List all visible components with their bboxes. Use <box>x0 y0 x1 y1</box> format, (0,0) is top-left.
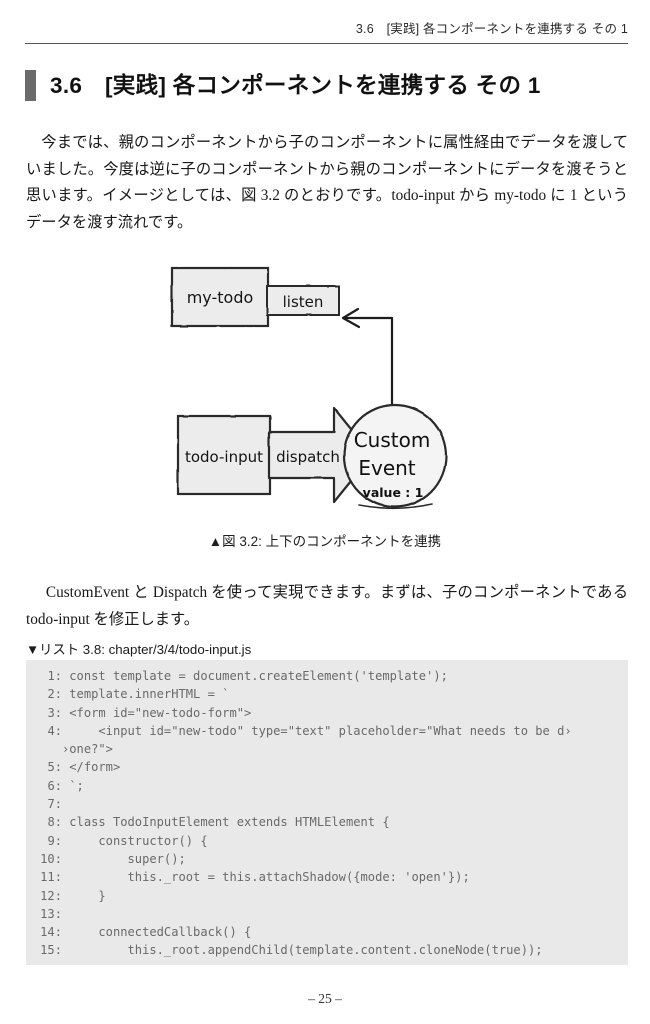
listing-caption: ▼リスト 3.8: chapter/3/4/todo-input.js <box>26 642 252 657</box>
code-line: 14: connectedCallback() { <box>26 923 628 941</box>
code-line-number: 7: <box>47 797 62 812</box>
code-line-number: 3: <box>47 705 62 720</box>
code-line-number: 15: <box>40 943 62 958</box>
dispatch-arrow-label: dispatch <box>276 448 340 466</box>
event-connector <box>341 307 394 437</box>
child-component-box <box>176 414 272 496</box>
code-line: 8: class TodoInputElement extends HTMLEl… <box>26 813 628 831</box>
code-line-number: 5: <box>47 760 62 775</box>
code-line-number: 11: <box>40 870 62 885</box>
code-line-text: `; <box>62 778 84 793</box>
code-line-number: 1: <box>47 669 62 683</box>
code-line-text: this._root = this.attachShadow({mode: 'o… <box>62 870 470 885</box>
page-title: 3.6 [実践] 各コンポーネントを連携する その 1 <box>25 70 628 101</box>
code-listing: 1: const template = document.createEleme… <box>26 660 628 965</box>
code-line: 6: `; <box>26 777 628 795</box>
code-line-text: ›one?"> <box>62 742 113 757</box>
code-line-number: 10: <box>40 851 62 866</box>
child-box-label: todo-input <box>185 448 263 466</box>
code-line-number: 12: <box>40 888 62 903</box>
code-line-text: template.innerHTML = ` <box>62 687 230 702</box>
code-line: 13: <box>26 905 628 923</box>
code-line-number: 8: <box>47 815 62 830</box>
figure-caption: ▲図 3.2: 上下のコンポーネントを連携 <box>208 534 442 549</box>
code-line-text: <input id="new-todo" type="text" placeho… <box>62 723 572 738</box>
code-line: 15: this._root.appendChild(template.cont… <box>26 941 628 959</box>
code-line-number: 13: <box>40 906 62 921</box>
heading-accent-bar <box>25 70 36 101</box>
listen-tab <box>266 285 340 316</box>
code-line-number: 6: <box>47 778 62 793</box>
code-line: 12: } <box>26 887 628 905</box>
page-number-footer: – 25 – <box>308 991 342 1006</box>
running-header: 3.6 [実践] 各コンポーネントを連携する その 1 <box>355 22 628 36</box>
code-line: 7: <box>26 795 628 813</box>
code-line: ›one?"> <box>26 740 628 758</box>
code-line: 5: </form> <box>26 758 628 776</box>
code-line: 3: <form id="new-todo-form"> <box>26 704 628 722</box>
code-line-number: 9: <box>47 833 62 848</box>
code-line: 10: super(); <box>26 850 628 868</box>
custom-event-line1: Custom <box>354 428 431 452</box>
code-line-number: 2: <box>47 687 62 702</box>
parent-box-label: my-todo <box>187 288 254 307</box>
listen-tab-label: listen <box>283 293 324 311</box>
code-line: 9: constructor() { <box>26 832 628 850</box>
code-line-text: this._root.appendChild(template.content.… <box>62 943 543 958</box>
figure-diagram: my-todo listen todo-input dispatch Custo… <box>170 266 448 510</box>
code-line: 2: template.innerHTML = ` <box>26 685 628 703</box>
code-line-text: connectedCallback() { <box>62 925 252 940</box>
custom-event-line2: Event <box>358 456 415 480</box>
code-line-text: constructor() { <box>62 833 208 848</box>
code-line: 4: <input id="new-todo" type="text" plac… <box>26 722 628 740</box>
code-line: 11: this._root = this.attachShadow({mode… <box>26 868 628 886</box>
code-line-text: } <box>62 888 106 903</box>
parent-component-box <box>170 266 270 328</box>
intro-paragraph: 今までは、親のコンポーネントから子のコンポーネントに属性経由でデータを渡していま… <box>26 134 628 231</box>
code-line-text: </form> <box>62 760 121 775</box>
code-line-text: <form id="new-todo-form"> <box>62 705 252 720</box>
code-line: 1: const template = document.createEleme… <box>26 667 628 685</box>
header-rule <box>25 43 628 44</box>
custom-event-value: value : 1 <box>363 485 424 500</box>
code-line-number: 14: <box>40 925 62 940</box>
custom-event-circle <box>342 403 448 509</box>
code-line-number: 4: <box>47 723 62 738</box>
heading-text: 3.6 [実践] 各コンポーネントを連携する その 1 <box>50 73 541 98</box>
code-line-text: const template = document.createElement(… <box>62 669 448 683</box>
post-figure-paragraph: CustomEvent と Dispatch を使って実現できます。まずは、子の… <box>26 584 628 628</box>
code-line-text: super(); <box>62 851 186 866</box>
figure-3-2: my-todo listen todo-input dispatch Custo… <box>0 250 650 550</box>
code-line-text: class TodoInputElement extends HTMLEleme… <box>62 815 390 830</box>
